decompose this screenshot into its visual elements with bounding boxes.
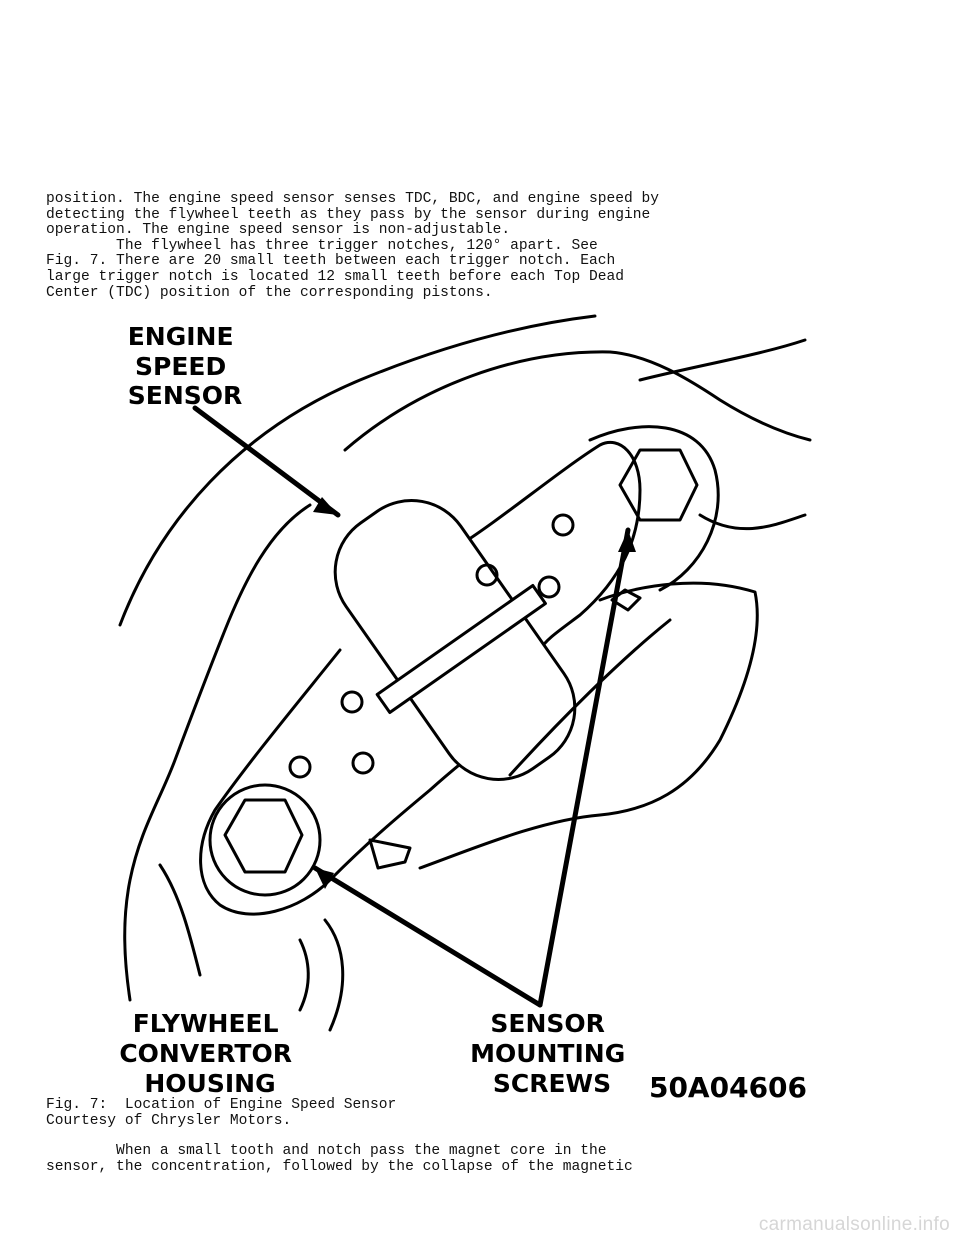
figure-caption: Fig. 7: Location of Engine Speed Sensor … (46, 1097, 906, 1129)
bracket-hole (475, 563, 499, 587)
intro-paragraph: position. The engine speed sensor senses… (46, 191, 906, 301)
body-line: When a small tooth and notch pass the ma… (46, 1143, 607, 1159)
left-screw-washer (208, 783, 322, 897)
housing-lower-right (698, 513, 807, 531)
bracket-lower (199, 648, 482, 916)
right-boss (588, 425, 720, 592)
label-line: FLYWHEEL (133, 1009, 279, 1038)
label-line: MOUNTING (470, 1039, 625, 1068)
engine-speed-sensor-leader (192, 405, 341, 518)
engine-speed-sensor-illustration: ENGINE SPEED SENSOR FLYWHEEL CONVERTOR H… (118, 314, 812, 1104)
intro-line: Center (TDC) position of the correspondi… (46, 284, 493, 301)
label-line: CONVERTOR (119, 1039, 292, 1068)
intro-line: detecting the flywheel teeth as they pas… (46, 206, 651, 223)
caption-line: Courtesy of Chrysler Motors. (46, 1112, 292, 1129)
bracket-hole (351, 751, 375, 775)
housing-left-inner (158, 863, 202, 977)
bracket-hole (340, 690, 364, 714)
housing-bottom-curve-2 (323, 918, 345, 1032)
intro-line: operation. The engine speed sensor is no… (46, 222, 511, 239)
pin (610, 588, 642, 612)
sensor-flange (375, 584, 547, 715)
watermark: carmanualsonline.info (758, 1214, 950, 1235)
shield (418, 581, 759, 870)
intro-line: large trigger notch is located 12 small … (46, 268, 625, 285)
housing-left-outline (123, 503, 312, 1002)
intro-line: Fig. 7. There are 20 small teeth between… (46, 253, 616, 270)
housing-right-line (638, 338, 807, 382)
label-engine-speed-sensor: ENGINE SPEED SENSOR (128, 322, 243, 410)
arrowhead (313, 497, 338, 515)
label-line: SPEED (135, 352, 226, 381)
housing-bottom-curve (298, 938, 310, 1012)
bracket-hole (537, 575, 561, 599)
label-line: HOUSING (144, 1069, 275, 1098)
shield-inner (508, 618, 672, 777)
caption-line: Fig. 7: Location of Engine Speed Sensor (46, 1097, 397, 1113)
label-sensor-mounting-screws: SENSOR MOUNTING SCREWS (470, 1009, 634, 1098)
label-line: SENSOR (490, 1009, 605, 1038)
bracket-hole (288, 755, 312, 779)
housing-outer-arc (118, 314, 597, 627)
bracket-hole (551, 513, 575, 537)
intro-line: position. The engine speed sensor senses… (46, 191, 660, 207)
label-flywheel-convertor-housing: FLYWHEEL CONVERTOR HOUSING (119, 1009, 300, 1098)
left-screw-head (223, 798, 304, 874)
label-line: SENSOR (128, 381, 243, 410)
label-line: SCREWS (493, 1069, 611, 1098)
arrowhead (618, 530, 636, 552)
label-line: ENGINE (128, 322, 234, 351)
housing-inner-curve (343, 350, 812, 452)
body-line: sensor, the concentration, followed by t… (46, 1158, 633, 1175)
clip (368, 838, 412, 870)
right-screw-head (618, 448, 699, 522)
screw-leader-left (312, 865, 543, 1008)
body-paragraph: When a small tooth and notch pass the ma… (46, 1143, 906, 1175)
intro-line: The flywheel has three trigger notches, … (46, 237, 598, 254)
arrowhead (315, 868, 334, 889)
figure-code: 50A04606 (649, 1071, 807, 1104)
screw-leader-right (537, 527, 631, 1008)
bracket-upper (458, 440, 642, 652)
